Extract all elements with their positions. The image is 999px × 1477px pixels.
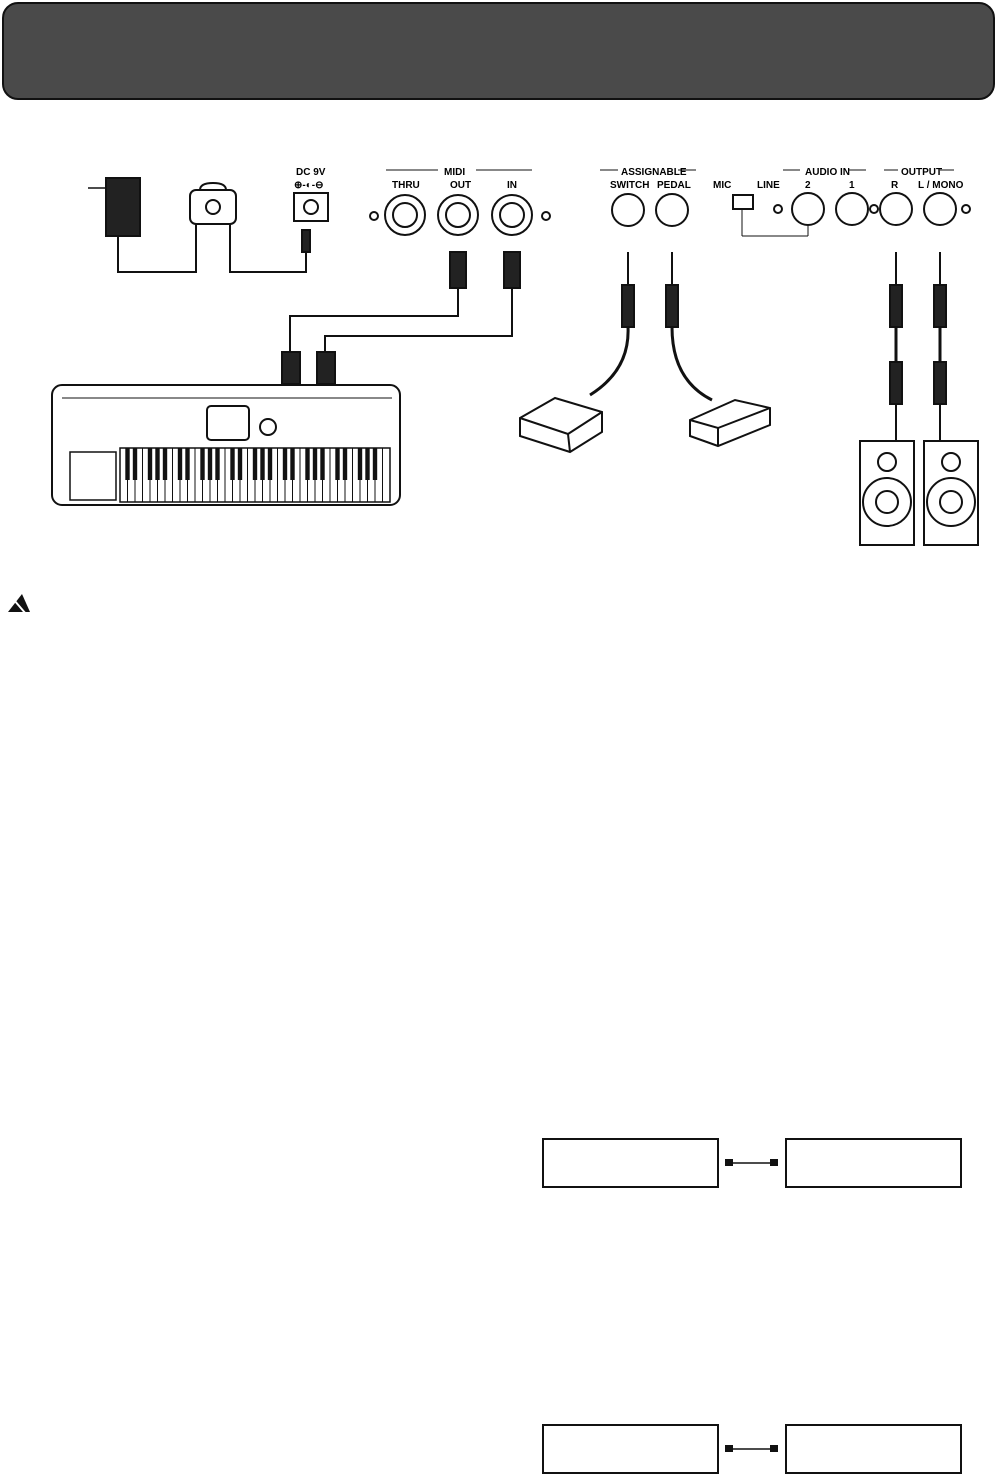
midi-thru-label: THRU	[392, 180, 420, 191]
speaker-l-icon	[923, 440, 979, 546]
mic-label: MIC	[713, 180, 731, 191]
midi-out-port	[437, 194, 479, 236]
output-l-mono-jack	[923, 192, 957, 226]
line-label: LINE	[757, 180, 780, 191]
output-l-mono-label: L / MONO	[918, 180, 964, 191]
dc-9v-label: DC 9V	[296, 167, 326, 178]
speaker-r-icon	[859, 440, 915, 546]
keyboard-icon	[51, 384, 401, 506]
audio-in-1-jack	[835, 192, 869, 226]
caution-icon	[8, 594, 30, 615]
audio-in-1-label: 1	[849, 180, 855, 191]
device-box-lower-right	[785, 1424, 962, 1474]
dc-polarity-label: ⊕-◐-⊖	[294, 180, 323, 191]
assignable-group-label: ASSIGNABLE	[621, 167, 687, 178]
audio-in-2-jack	[791, 192, 825, 226]
output-r-label: R	[891, 180, 899, 191]
device-box-upper-right	[785, 1138, 962, 1188]
output-r-jack	[879, 192, 913, 226]
dc-jack-icon	[293, 192, 329, 222]
expression-pedal-icon	[689, 398, 771, 448]
switch-jack	[611, 193, 645, 227]
cable-link-icon-lower	[725, 1445, 778, 1452]
header-bar	[2, 2, 995, 100]
audio-in-2-label: 2	[805, 180, 811, 191]
midi-group-label: MIDI	[444, 167, 465, 178]
pedal-jack	[655, 193, 689, 227]
footswitch-icon	[519, 396, 603, 454]
audio-in-group-label: AUDIO IN	[805, 167, 850, 178]
cable-link-icon-upper	[725, 1159, 778, 1166]
ac-adapter-icon	[88, 177, 311, 273]
midi-thru-port	[384, 194, 426, 236]
midi-in-port	[491, 194, 533, 236]
switch-label: SWITCH	[610, 180, 649, 191]
midi-in-label: IN	[507, 180, 517, 191]
device-box-lower-left	[542, 1424, 719, 1474]
midi-out-label: OUT	[450, 180, 471, 191]
device-box-upper-left	[542, 1138, 719, 1188]
pedal-label: PEDAL	[657, 180, 691, 191]
output-group-label: OUTPUT	[901, 167, 942, 178]
mic-line-switch	[732, 194, 754, 210]
